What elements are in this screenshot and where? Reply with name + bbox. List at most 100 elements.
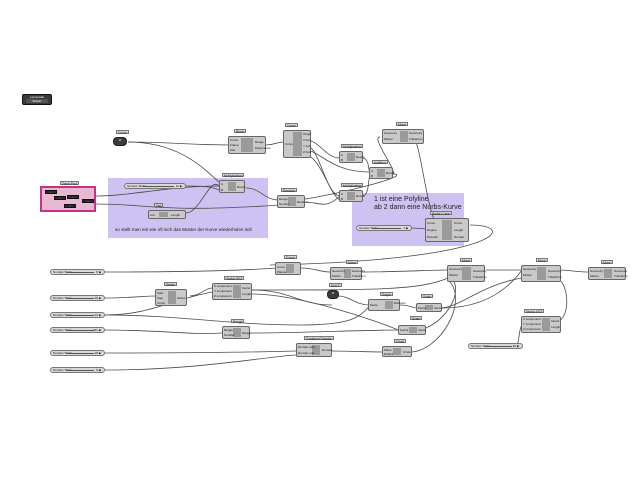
component-move-top[interactable]: Geometry Motion Geometry Transform [382,129,424,144]
slider-repeat-label: Number Slider [127,184,147,188]
component-nurbs-curve[interactable]: Curve Degree Periodic Curve Length Domai… [425,218,469,242]
component-move-3[interactable]: Geometry Motion Geometry Transform [447,265,487,282]
slider-track[interactable] [373,228,402,229]
component-addition[interactable]: A B Result [369,167,395,179]
component-range[interactable]: Range Number Range [222,326,251,339]
comp-title: Vector XYZ [524,309,545,314]
gene-slot[interactable]: … [45,190,57,194]
gene-slot-text: … [58,197,62,200]
slider-track[interactable] [66,353,95,354]
port-label: Length [551,325,561,329]
port-label: Transform [409,137,423,141]
port-label: X Axis [303,138,312,142]
port-label: Result [386,171,395,175]
port-label: Domain start [298,345,316,349]
component-circle[interactable]: Plane Radius Circle [382,346,412,357]
port-label: Count [157,301,166,305]
port-label: Vector [242,286,251,290]
comp-title: Range [231,319,245,324]
port-label: Distance [394,301,406,305]
port-label: Random [297,200,309,204]
port-label: Curve [454,221,463,225]
component-plane[interactable]: Curve Origin X Axis Y Axis Z Axis [283,130,311,158]
port-label: X component [214,284,232,288]
slider-track[interactable] [143,186,175,187]
comp-title: Move [460,258,472,263]
port-label: Vector [434,306,443,310]
component-construct-domain[interactable]: Domain start Domain end Domain [296,343,332,357]
slider-track[interactable] [66,272,95,273]
unit-z-icon: ⊘ [331,291,335,295]
slider-track[interactable] [484,346,513,347]
comp-title: Move [536,258,548,263]
component-scale-2[interactable]: Factor Vector [398,325,427,335]
port-label: Step [157,296,164,300]
gene-slot[interactable]: … [54,196,66,200]
component-mult-3[interactable]: A B Result [219,180,246,193]
comp-title: Multiplication [341,183,364,188]
slider-track[interactable] [66,330,95,331]
toggle-button[interactable]: Sticker [26,99,48,103]
comp-title: Multiplication [341,144,364,149]
component-vector-xyz[interactable]: X component Y component Z component Vect… [212,283,252,300]
port-label: Radius [384,352,394,356]
slider-track[interactable] [66,315,95,316]
component-move-4[interactable]: Geometry Motion Geometry Transform [521,265,562,282]
comp-title: Random [281,188,298,193]
slider-degree-value: 1 ◆ [403,226,408,230]
slider-g-label: Number Slider [471,344,491,348]
component-mult-2[interactable]: A B Result [339,190,365,202]
component-vector-xyz-2[interactable]: X component Y component Z component Vect… [521,316,561,333]
port-label: Number [224,333,235,337]
comp-title: Construct Domain [304,336,334,341]
gene-slot[interactable]: … [67,195,79,199]
port-label: Transform [614,274,628,278]
component-series[interactable]: Start Step Count Series [155,289,187,306]
component-graph[interactable]: Mode Distance [368,299,406,311]
component-length[interactable]: List Length [148,210,186,219]
component-rhino[interactable]: Curve Frame Kite Range Parameters [228,136,271,154]
component-random[interactable]: Range Number Random [277,195,309,208]
toggle-label: Lemonade [29,95,45,99]
port-label: Result [237,185,246,189]
port-label: Geometry [590,269,604,273]
component-move-5[interactable]: Geometry Motion Geometry Transform [588,267,628,280]
component-scale[interactable]: Factor Vector [416,303,443,312]
comp-title: Move [396,122,408,127]
port-label: Motion [523,273,533,277]
comp-title: Move [601,260,613,265]
slider-a-label: Number Slider [53,270,73,274]
port-label: Range [255,140,264,144]
gene-slot[interactable]: … [82,199,94,203]
slider-track[interactable] [66,298,95,299]
curve-param[interactable]: ⊘ [113,137,127,146]
toggle-component[interactable]: Lemonade Sticker [22,94,52,105]
unit-z-param[interactable]: ⊘ [327,290,339,299]
port-label: A [341,192,344,196]
gene-slot[interactable]: … [64,204,76,208]
port-label: Mode [370,303,378,307]
component-move-2[interactable]: Geometry Motion Geometry Transform [330,267,366,280]
port-label: Transform [548,275,562,279]
slider-track[interactable] [66,370,95,371]
port-label: B [341,158,344,162]
port-label: Curve [277,265,286,269]
gene-pool[interactable]: … … … … … [40,186,96,212]
port-label: Geometry [409,131,423,135]
component-curve-2[interactable]: Curve Planes [275,262,301,275]
component-mult-1[interactable]: A B Result [339,151,365,163]
gene-slot-text: … [71,196,75,199]
port-label: Length [171,213,181,217]
port-label: Parameters [255,146,271,150]
port-label: Range [279,197,288,201]
